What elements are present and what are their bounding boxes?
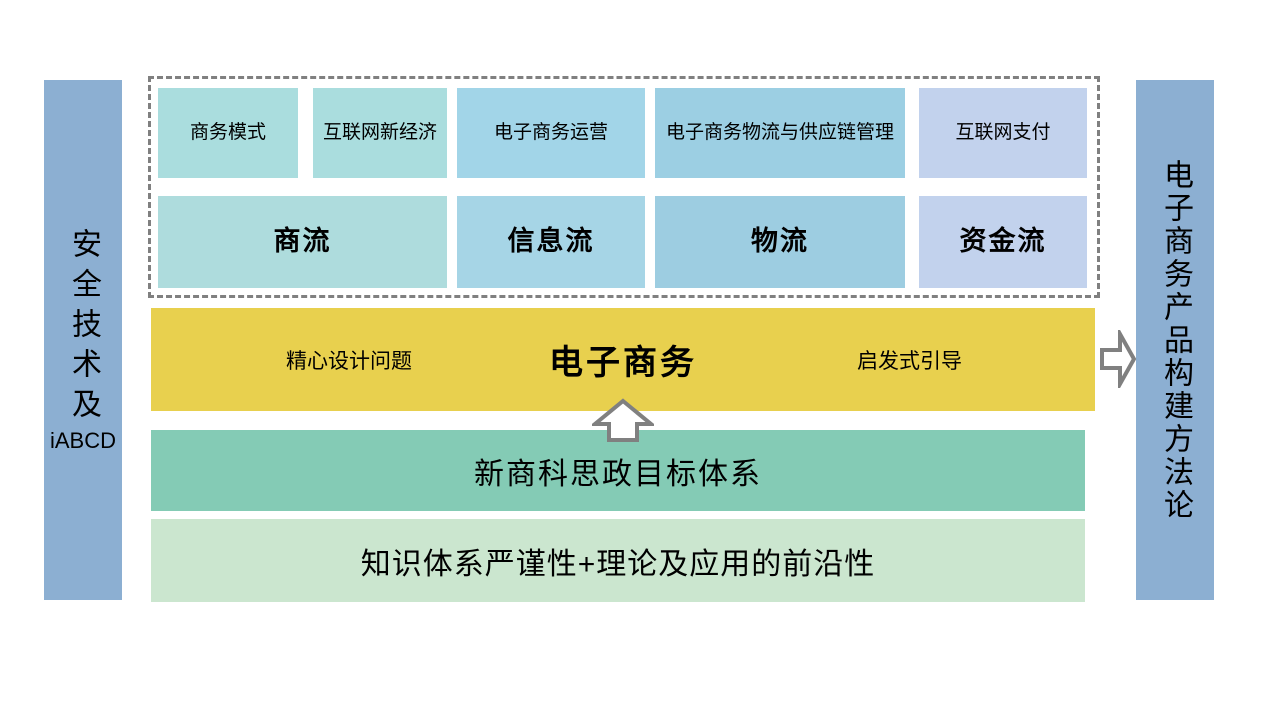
core-band[interactable]: 精心设计问题 电子商务 启发式引导 [151, 308, 1095, 411]
course-box-1-label: 商务模式 [189, 122, 266, 144]
course-box-2-label: 互联网新经济 [322, 122, 437, 144]
core-band-right-label: 启发式引导 [857, 349, 962, 373]
right-pillar-vertical-label: 电子商务产品构建方法论 [1159, 158, 1192, 522]
right-pillar: 电子商务产品构建方法论 [1136, 80, 1214, 600]
flow-box-2[interactable]: 信息流 [457, 196, 645, 288]
course-box-1[interactable]: 商务模式 [158, 88, 298, 178]
flow-box-1[interactable]: 商流 [158, 196, 447, 288]
course-box-3[interactable]: 电子商务运营 [457, 88, 645, 178]
goal-band[interactable]: 新商科思政目标体系 [151, 430, 1085, 511]
course-box-5-label: 互联网支付 [955, 122, 1051, 144]
base-band-label: 知识体系严谨性+理论及应用的前沿性 [360, 547, 876, 581]
flow-box-2-label: 信息流 [507, 226, 595, 257]
course-box-2[interactable]: 互联网新经济 [313, 88, 447, 178]
course-box-4[interactable]: 电子商务物流与供应链管理 [655, 88, 905, 178]
course-box-5[interactable]: 互联网支付 [919, 88, 1087, 178]
flow-box-3-label: 物流 [751, 226, 809, 257]
core-band-left-label: 精心设计问题 [286, 349, 412, 373]
arrow-up-icon [592, 398, 654, 442]
arrow-right-icon [1100, 330, 1137, 388]
course-box-3-label: 电子商务运营 [493, 122, 608, 144]
course-flow-group [148, 76, 1100, 298]
flow-box-3[interactable]: 物流 [655, 196, 905, 288]
flow-box-4[interactable]: 资金流 [919, 196, 1087, 288]
core-band-main-label: 电子商务 [549, 344, 697, 382]
left-pillar-sub-label: iABCD [49, 428, 116, 453]
course-box-4-label: 电子商务物流与供应链管理 [665, 122, 894, 144]
left-pillar: 安全技术及 iABCD [44, 80, 122, 600]
base-band[interactable]: 知识体系严谨性+理论及应用的前沿性 [151, 519, 1085, 602]
goal-band-label: 新商科思政目标体系 [474, 457, 762, 491]
flow-box-1-label: 商流 [273, 226, 332, 257]
left-pillar-vertical-label: 安全技术及 [67, 228, 100, 428]
flow-box-4-label: 资金流 [959, 226, 1047, 257]
